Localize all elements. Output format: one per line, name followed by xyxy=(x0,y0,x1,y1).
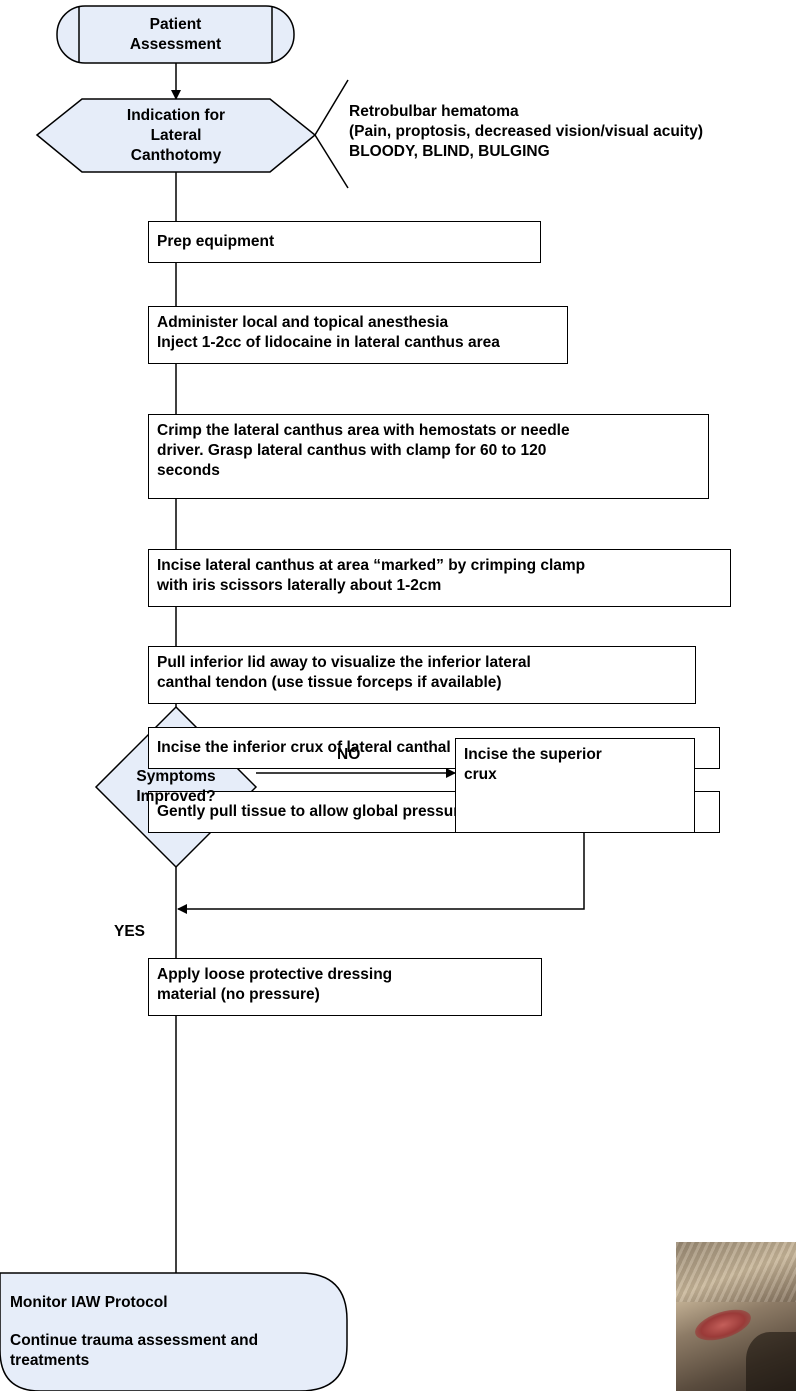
indication-note-line: (Pain, proptosis, decreased vision/visua… xyxy=(349,123,704,140)
step-apply-dressing: Apply loose protective dressing material… xyxy=(148,958,542,1016)
step-incise-lateral-canthus: Incise lateral canthus at area “marked” … xyxy=(148,549,731,607)
indication-line: Indication for xyxy=(126,106,226,124)
step-text: Administer local and topical anesthesia xyxy=(157,314,449,331)
decision-symptoms-improved: Symptoms Improved? xyxy=(106,758,246,816)
indication-line: Canthotomy xyxy=(130,146,222,164)
step-text: canthal tendon (use tissue forceps if av… xyxy=(157,674,502,691)
connector-return-yes xyxy=(177,833,585,914)
step-text: Prep equipment xyxy=(157,233,275,250)
decision-line: Symptoms xyxy=(136,768,216,785)
patient-assessment-line: Assessment xyxy=(129,35,222,53)
step-text: Incise the inferior crux of lateral cant… xyxy=(157,739,507,756)
step-text: Incise lateral canthus at area “marked” … xyxy=(157,557,586,574)
step-text: crux xyxy=(464,766,497,783)
monitor-line: treatments xyxy=(10,1352,90,1369)
monitor-line: Monitor IAW Protocol xyxy=(10,1294,168,1311)
indication-node: Indication for Lateral Canthotomy xyxy=(82,99,270,172)
step-text: Gently pull tissue to allow global press… xyxy=(157,803,526,820)
yes-label: YES xyxy=(114,923,146,940)
step-text: Inject 1-2cc of lidocaine in lateral can… xyxy=(157,334,500,351)
step-text: driver. Grasp lateral canthus with clamp… xyxy=(157,442,547,459)
step-text: seconds xyxy=(157,462,220,479)
decision-line: Improved? xyxy=(136,788,216,805)
eye-procedure-photo xyxy=(676,1242,796,1391)
patient-assessment-line: Patient xyxy=(149,15,202,33)
indication-note-line: BLOODY, BLIND, BULGING xyxy=(349,143,550,160)
indication-line: Lateral xyxy=(150,126,202,144)
monitor-line xyxy=(10,1313,340,1331)
monitor-line: Continue trauma assessment and xyxy=(10,1332,259,1349)
patient-assessment-node: Patient Assessment xyxy=(79,6,272,63)
end-terminator-shape xyxy=(0,1272,348,1391)
step-incise-superior-crux: Incise the superior crux xyxy=(455,738,695,833)
step-text: with iris scissors laterally about 1-2cm xyxy=(157,577,442,594)
step-text: material (no pressure) xyxy=(157,986,320,1003)
monitor-protocol-node: Monitor IAW Protocol Continue trauma ass… xyxy=(10,1293,340,1371)
step-text: Incise the superior xyxy=(464,746,602,763)
indication-note-line: Retrobulbar hematoma xyxy=(349,103,519,120)
indication-note: Retrobulbar hematoma (Pain, proptosis, d… xyxy=(349,102,796,162)
step-text: Pull inferior lid away to visualize the … xyxy=(157,654,531,671)
step-prep-equipment: Prep equipment xyxy=(148,221,541,263)
step-text: Crimp the lateral canthus area with hemo… xyxy=(157,422,570,439)
step-administer-anesthesia: Administer local and topical anesthesia … xyxy=(148,306,568,364)
step-crimp-canthus: Crimp the lateral canthus area with hemo… xyxy=(148,414,709,499)
step-pull-inferior-lid: Pull inferior lid away to visualize the … xyxy=(148,646,696,704)
step-text: Apply loose protective dressing xyxy=(157,966,393,983)
no-label: NO xyxy=(337,746,361,763)
